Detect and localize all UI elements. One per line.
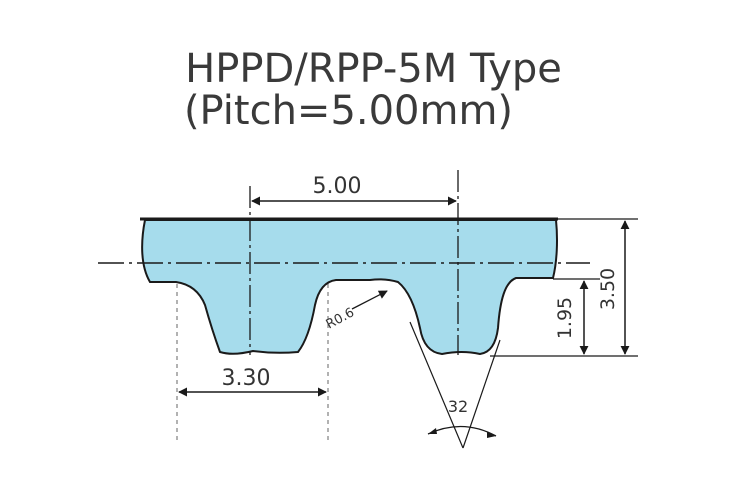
pitch-dimension-label: 5.00 [313,174,362,199]
belt-profile [141,219,558,356]
radius-leader-arrow [351,290,388,310]
angle-arc-arrow-left [428,428,437,434]
angle-line-right [462,339,501,449]
tooth-width-dimension-label: 3.30 [222,366,271,391]
angle-arc [427,425,497,437]
title-line-1: HPPD/RPP-5M Type [185,46,562,92]
radius-label: R0.6 [324,305,357,332]
title-block: HPPD/RPP-5M Type (Pitch=5.00mm) [0,48,747,132]
tooth-height-dimension-label: 1.95 [554,297,576,339]
total-height-dimension-label: 3.50 [597,268,619,310]
angle-arc-arrow-right [487,432,496,438]
title-line-2: (Pitch=5.00mm) [183,88,514,134]
angle-label: 32 [448,397,468,416]
